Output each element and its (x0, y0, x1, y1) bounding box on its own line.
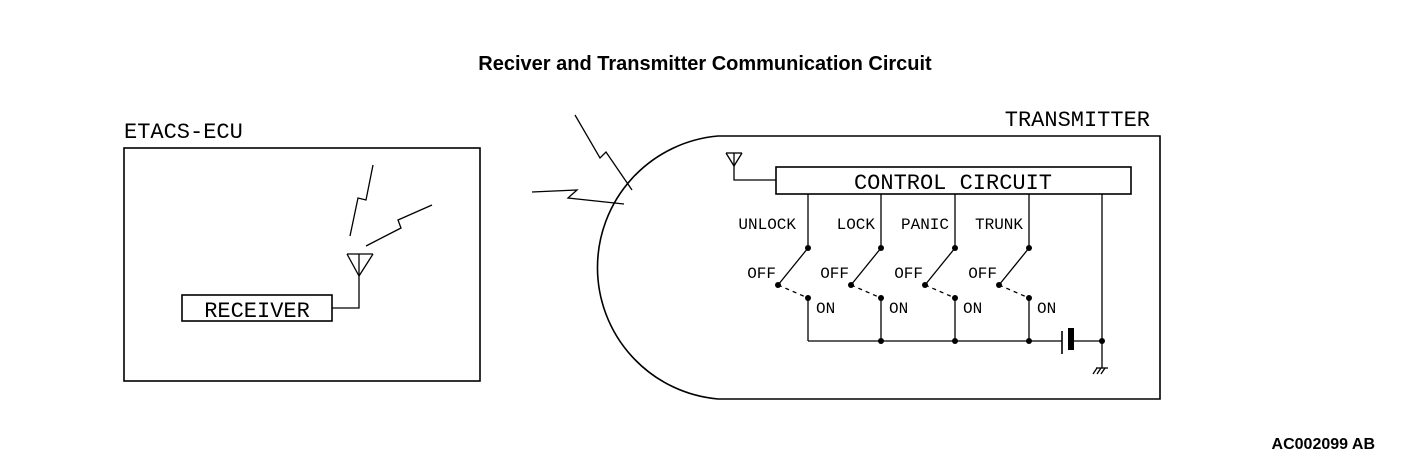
switch-blade (777, 247, 809, 286)
rail-junction (878, 338, 884, 344)
switch-lock: LOCK OFF ON (820, 194, 908, 344)
off-label: OFF (820, 265, 849, 283)
rail-junction (952, 338, 958, 344)
reference-code: AC002099 AB (1272, 436, 1375, 453)
diagram-title: Reciver and Transmitter Communication Ci… (478, 53, 932, 75)
switch-name-label: LOCK (837, 216, 876, 234)
receiver-antenna-wire (332, 276, 360, 309)
transmitter-housing (596, 135, 1161, 400)
transmitter-antenna-icon (725, 152, 743, 167)
on-label: ON (889, 300, 908, 318)
switch-travel (850, 284, 882, 299)
switch-blade (998, 247, 1030, 286)
on-label: ON (1037, 300, 1056, 318)
battery-icon (1061, 328, 1102, 354)
receiver-label: RECEIVER (204, 299, 310, 324)
off-label: OFF (747, 265, 776, 283)
transmitter-module: TRANSMITTER CONTROL CIRCUIT (596, 108, 1161, 400)
ecu-antenna-icon (346, 253, 374, 277)
switch-name-label: TRUNK (975, 216, 1023, 234)
rail-junction (1026, 338, 1032, 344)
ecu-label: ETACS-ECU (124, 120, 243, 145)
signal-bolt-icon (349, 164, 374, 237)
signal-bolt-icon (531, 189, 625, 205)
on-label: ON (963, 300, 982, 318)
ground-icon (1092, 367, 1108, 375)
signal-bolt-icon (365, 204, 433, 247)
off-label: OFF (894, 265, 923, 283)
switch-travel (924, 284, 956, 299)
switch-blade (924, 247, 956, 286)
switch-panic: PANIC OFF ON (894, 194, 982, 344)
signal-bolt-icon (574, 114, 633, 191)
switch-trunk: TRUNK OFF ON (968, 194, 1056, 344)
switch-travel (998, 284, 1030, 299)
switch-name-label: UNLOCK (738, 216, 796, 234)
switch-travel (777, 284, 809, 299)
etacs-ecu-module: ETACS-ECU RECEIVER (123, 120, 481, 382)
switch-name-label: PANIC (901, 216, 949, 234)
ecu-box (123, 147, 481, 382)
switch-blade (850, 247, 882, 286)
antenna-wire (733, 166, 776, 181)
switch-group: UNLOCK OFF ON LOCK OFF ON PANIC OFF ON TRUNK OFF ON (738, 194, 1056, 344)
transmitter-label: TRANSMITTER (1005, 108, 1150, 133)
on-label: ON (816, 300, 835, 318)
control-circuit-label: CONTROL CIRCUIT (854, 171, 1052, 196)
off-label: OFF (968, 265, 997, 283)
switch-unlock: UNLOCK OFF ON (738, 194, 835, 341)
